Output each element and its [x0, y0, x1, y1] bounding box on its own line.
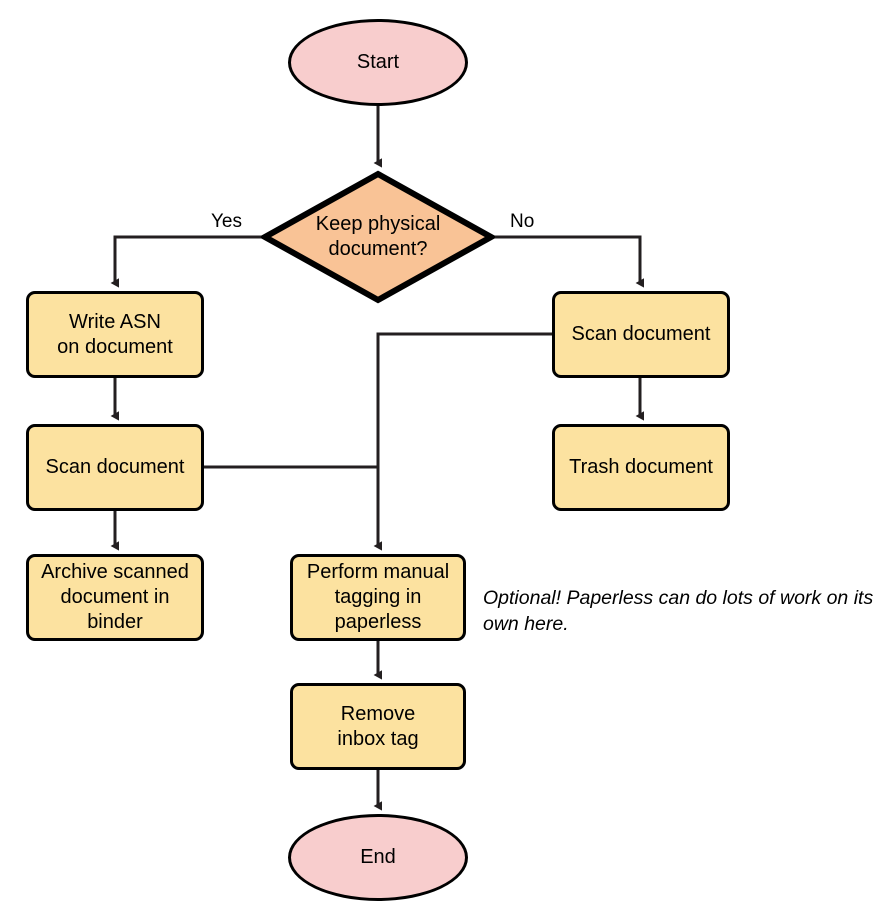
node-write-asn-on-document-label: Write ASN on document	[57, 310, 173, 358]
node-start-label: Start	[356, 51, 400, 73]
node-scan-document-right[interactable]: Scan document	[552, 291, 730, 378]
node-keep-physical-document[interactable]: Keep physical document?	[261, 170, 495, 304]
node-perform-manual-tagging-label: Perform manual tagging in paperless	[306, 561, 450, 633]
node-end[interactable]: End	[288, 814, 468, 901]
node-scan-document-left-label: Scan document	[45, 456, 185, 478]
node-archive-scanned-document[interactable]: Archive scanned document in binder	[26, 554, 204, 641]
node-trash-document-label: Trash document	[569, 456, 713, 478]
node-archive-scanned-document-label: Archive scanned document in binder	[41, 561, 189, 633]
node-scan-document-left[interactable]: Scan document	[26, 424, 204, 511]
node-write-asn-on-document[interactable]: Write ASN on document	[26, 291, 204, 378]
node-trash-document[interactable]: Trash document	[552, 424, 730, 511]
edge-label-no: No	[510, 211, 535, 232]
node-start[interactable]: Start	[288, 19, 468, 106]
edge-label-yes: Yes	[211, 211, 242, 232]
node-remove-inbox-tag[interactable]: Remove inbox tag	[290, 683, 466, 770]
annotation-optional-note: Optional! Paperless can do lots of work …	[483, 587, 874, 635]
node-end-label: End	[360, 846, 396, 868]
edge-decision-yes-to-write-asn	[110, 235, 263, 288]
node-scan-document-right-label: Scan document	[571, 323, 711, 345]
edge-scan-right-to-manual-tagging	[373, 332, 552, 551]
node-remove-inbox-tag-label: Remove inbox tag	[337, 702, 419, 750]
node-perform-manual-tagging[interactable]: Perform manual tagging in paperless	[290, 554, 466, 641]
diamond-shape	[261, 170, 495, 304]
edge-decision-no-to-scan-right	[493, 235, 644, 288]
